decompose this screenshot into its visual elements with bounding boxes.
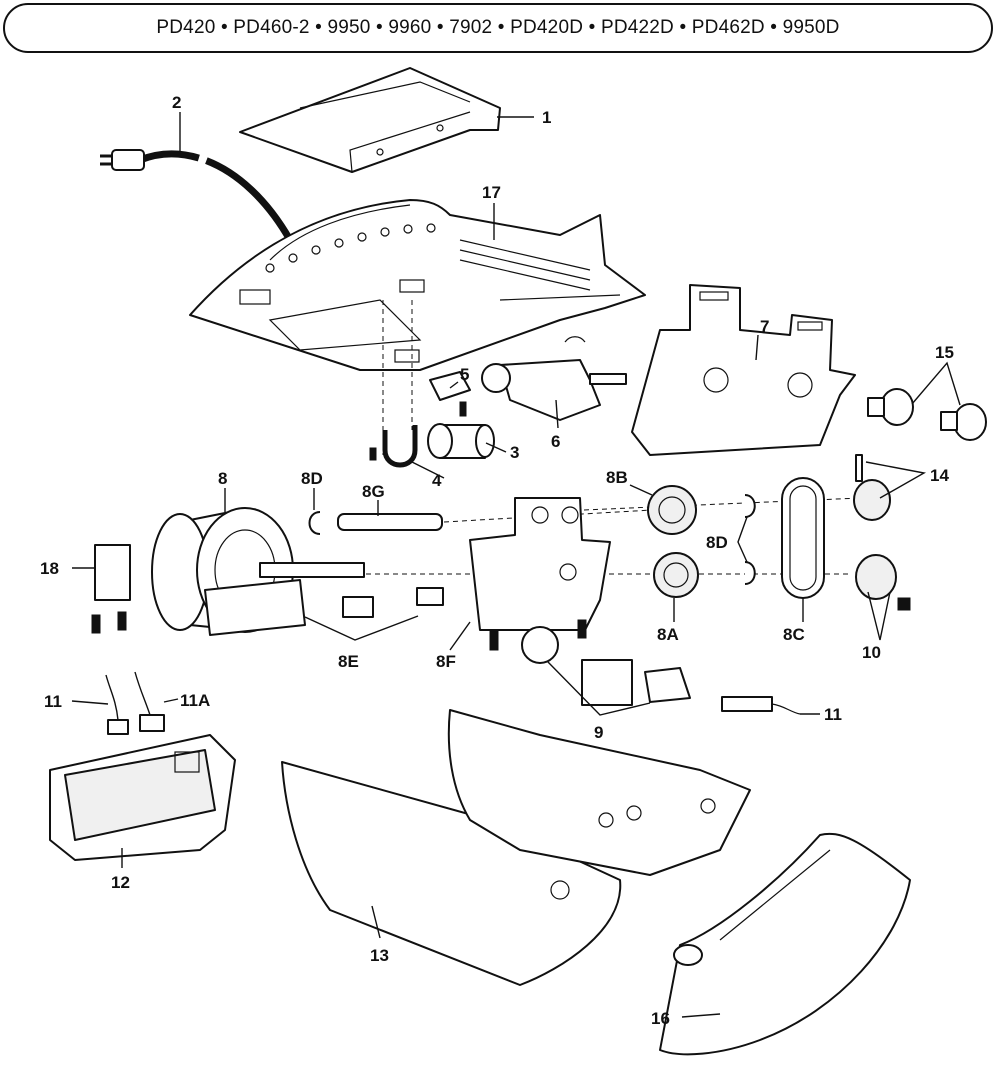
part-15-light-socket	[867, 388, 914, 426]
model-number-banner: PD420 • PD460-2 • 9950 • 9960 • 7902 • P…	[3, 3, 993, 53]
part-9-sensor-bracket	[581, 659, 633, 706]
label-part-8e: 8E	[338, 652, 359, 671]
part-9-sensor-ring	[521, 626, 559, 664]
part-11a-connector	[139, 714, 165, 732]
label-part-8d-top: 8D	[301, 469, 323, 488]
label-part-4: 4	[432, 471, 442, 490]
part-17-chassis	[189, 199, 646, 371]
label-part-6: 6	[551, 432, 560, 451]
part-8g-shaft	[337, 513, 443, 531]
dash-line	[583, 497, 861, 511]
label-part-9: 9	[594, 723, 603, 742]
label-part-8b: 8B	[606, 468, 628, 487]
part-labels: 1 2 3 4 5 6 7 8 8A 8B 8C 8D 8D 8E 8F 8G …	[40, 93, 954, 1028]
label-part-8c: 8C	[783, 625, 805, 644]
label-part-11-left: 11	[44, 692, 62, 711]
label-part-8g: 8G	[362, 482, 385, 501]
label-part-18: 18	[40, 559, 59, 578]
label-part-11-right: 11	[824, 705, 842, 724]
part-3-capacitor	[427, 423, 495, 459]
part-8e-bushing	[416, 587, 444, 606]
part-8d-clip	[744, 561, 756, 585]
leader-lines	[71, 112, 961, 1018]
part-13-housing	[281, 709, 751, 986]
part-2-power-cord	[100, 149, 294, 242]
label-part-8d-right: 8D	[706, 533, 728, 552]
label-part-3: 3	[510, 443, 519, 462]
label-part-5: 5	[460, 365, 469, 384]
part-18-plate	[94, 544, 131, 601]
label-part-8a: 8A	[657, 625, 679, 644]
label-part-2: 2	[172, 93, 181, 112]
model-list: PD420 • PD460-2 • 9950 • 9960 • 7902 • P…	[156, 17, 840, 38]
label-part-8: 8	[218, 469, 227, 488]
part-11-connector	[107, 719, 129, 735]
part-7-mounting-bracket	[631, 284, 856, 456]
part-15-light-socket	[940, 403, 987, 441]
part-8d-clip	[744, 494, 756, 518]
part-8-motor	[91, 507, 365, 636]
label-part-7: 7	[760, 317, 769, 336]
label-part-1: 1	[542, 108, 551, 127]
part-14-pulley	[853, 454, 891, 521]
part-8e-bushing	[342, 596, 374, 618]
part-6-limit-switch	[481, 336, 627, 421]
part-12-logic-board	[49, 734, 236, 861]
part-10-worm-gear	[855, 554, 911, 611]
part-11-wire-harness	[721, 696, 801, 715]
label-part-16: 16	[651, 1009, 670, 1028]
label-part-15: 15	[935, 343, 954, 362]
part-8d-clip	[308, 511, 321, 535]
part-1-cover-plate	[239, 67, 501, 173]
label-part-14: 14	[930, 466, 949, 485]
part-5-bracket	[429, 371, 471, 417]
part-16-lens-cover	[659, 832, 911, 1056]
part-9-sensor-board	[644, 667, 691, 703]
part-8b-gear	[647, 485, 697, 535]
label-part-12: 12	[111, 873, 130, 892]
part-8a-gear	[653, 552, 699, 598]
label-part-13: 13	[370, 946, 389, 965]
label-part-17: 17	[482, 183, 501, 202]
part-4-capacitor-strap	[369, 425, 418, 468]
label-part-11a: 11A	[180, 691, 210, 710]
part-8c-belt	[781, 477, 825, 599]
label-part-10: 10	[862, 643, 881, 662]
label-part-8f: 8F	[436, 652, 456, 671]
dash-line	[443, 509, 653, 523]
